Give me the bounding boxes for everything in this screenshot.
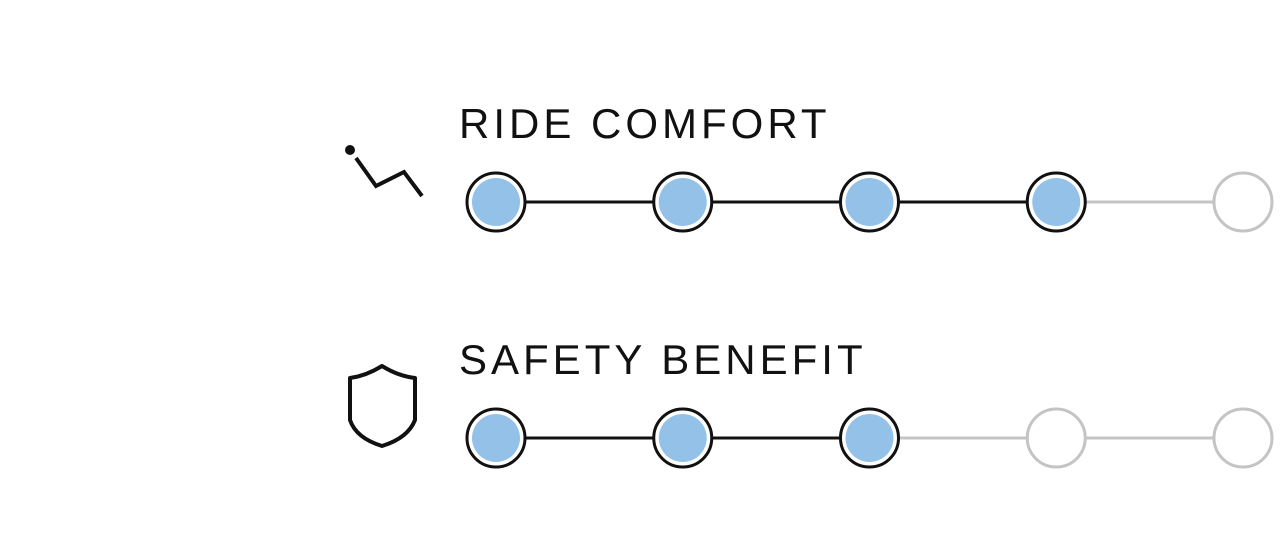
ride-comfort-rating: RIDE COMFORT <box>0 100 1280 260</box>
rating-dot-filled <box>465 171 527 233</box>
rating-dot-filled <box>652 407 714 469</box>
rating-dot-filled <box>839 407 900 469</box>
rating-dot-filled <box>465 407 527 469</box>
rating-dot-empty <box>1025 407 1087 469</box>
rating-scale <box>465 171 1274 233</box>
rating-dot-filled <box>652 171 714 233</box>
rating-dot-empty <box>1212 171 1274 233</box>
shield-icon <box>340 364 430 459</box>
rating-title: SAFETY BENEFIT <box>459 336 867 383</box>
rating-dot-empty <box>1212 407 1274 469</box>
rating-scale <box>465 407 1274 469</box>
safety-benefit-rating: SAFETY BENEFIT <box>0 336 1280 496</box>
rating-dot-filled <box>839 171 900 233</box>
rating-title: RIDE COMFORT <box>459 100 831 147</box>
rating-dot-filled <box>1025 171 1087 233</box>
suspension-icon <box>340 140 430 215</box>
